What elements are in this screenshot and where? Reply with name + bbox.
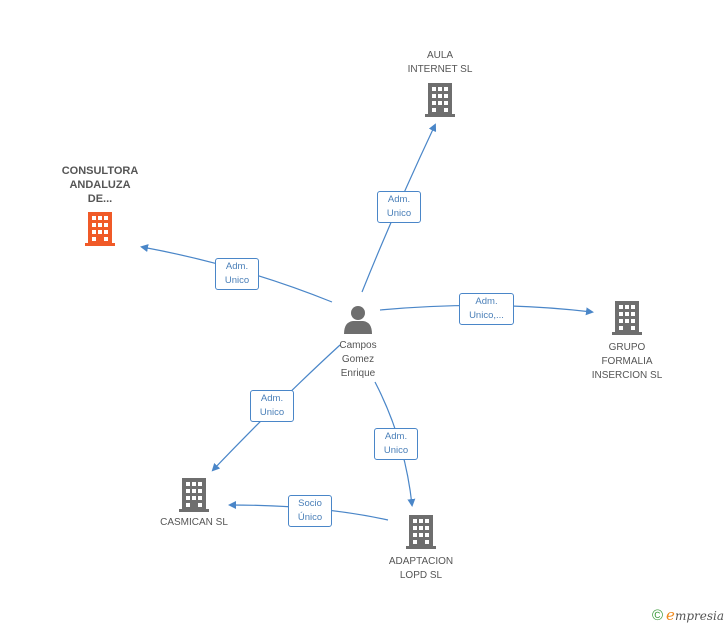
building-icon: [144, 478, 244, 512]
edge-label-consultora[interactable]: Adm. Unico: [215, 258, 259, 290]
edge-label-casmican[interactable]: Adm. Unico: [250, 390, 294, 422]
company-node-aula[interactable]: AULA INTERNET SL: [390, 49, 490, 117]
company-node-consultora[interactable]: CONSULTORA ANDALUZA DE...: [50, 164, 150, 246]
company-name: ADAPTACION LOPD SL: [388, 556, 454, 581]
copyright-symbol: ©: [651, 607, 664, 624]
building-icon: [390, 83, 490, 117]
company-name: GRUPO FORMALIA INSERCION SL: [591, 342, 663, 381]
company-name: CASMICAN SL: [160, 517, 228, 528]
company-node-casmican[interactable]: CASMICAN SL: [144, 478, 244, 530]
brand-logo: empresia: [666, 606, 724, 624]
company-node-grupo[interactable]: GRUPO FORMALIA INSERCION SL: [577, 301, 677, 383]
building-icon: [577, 301, 677, 335]
center-person-node[interactable]: Campos Gomez Enrique: [318, 304, 398, 381]
company-name: AULA INTERNET SL: [407, 50, 473, 75]
person-icon: [318, 304, 398, 334]
building-icon: [371, 515, 471, 549]
company-node-adaptacion[interactable]: ADAPTACION LOPD SL: [371, 515, 471, 583]
edge-label-adaptacion[interactable]: Adm. Unico: [374, 428, 418, 460]
edge-label-aula[interactable]: Adm. Unico: [377, 191, 421, 223]
edge-label-socio[interactable]: Socio Único: [288, 495, 332, 527]
person-name: Campos Gomez Enrique: [339, 340, 377, 379]
footer-brand[interactable]: ©empresia: [652, 606, 724, 624]
building-icon: [50, 212, 150, 246]
edge-label-grupo[interactable]: Adm. Unico,...: [459, 293, 514, 325]
company-name: CONSULTORA ANDALUZA DE...: [61, 165, 139, 205]
